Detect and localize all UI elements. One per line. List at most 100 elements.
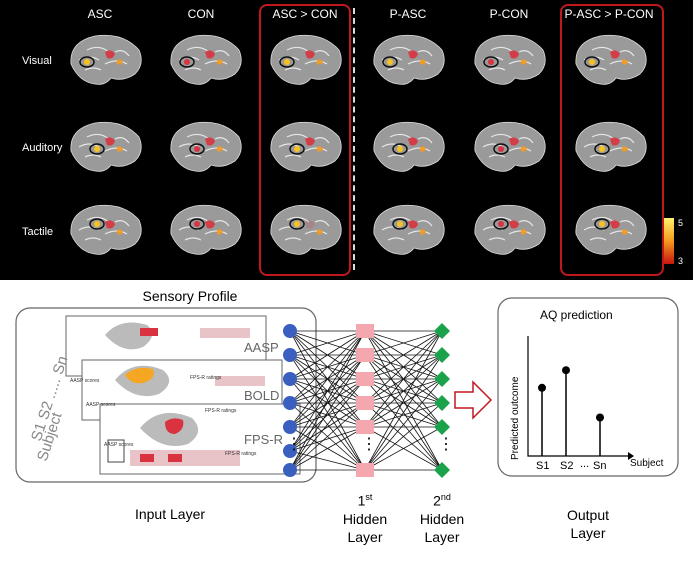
hidden2-l1: Hidden xyxy=(419,510,465,527)
network-edge xyxy=(364,378,443,471)
card2-fps: FPS-R ratings xyxy=(205,408,237,414)
col-label-p-asc-gt-p-con: P-ASC > P-CON xyxy=(564,7,654,21)
hidden1-node xyxy=(356,348,374,362)
col-label-p-asc: P-ASC xyxy=(389,7,427,21)
network-edges xyxy=(289,330,443,471)
hidden2-node xyxy=(434,395,450,411)
brain-slice xyxy=(373,204,445,255)
network-edge xyxy=(289,402,366,471)
input-ellipsis: ⋮ xyxy=(286,436,302,453)
chart-tick-dots: ... xyxy=(580,458,590,470)
network-svg xyxy=(15,297,679,483)
network-edge xyxy=(289,402,366,452)
input-node xyxy=(283,420,297,434)
colorbar xyxy=(664,218,674,264)
row-label-auditory: Auditory xyxy=(22,142,63,154)
card1-aasp: AASP scores xyxy=(70,378,100,384)
brain-slice xyxy=(70,204,142,255)
network-edge xyxy=(289,450,366,471)
input-node xyxy=(283,372,297,386)
row-label-visual: Visual xyxy=(22,55,52,67)
col-label-asc-gt-con: ASC > CON xyxy=(272,7,338,21)
brain-slice xyxy=(474,204,546,255)
hidden2-node xyxy=(434,371,450,387)
hidden2-node xyxy=(434,347,450,363)
sensory-profile-title: Sensory Profile xyxy=(142,288,238,304)
fmri-results-panel: ASC CON ASC > CON P-ASC P-CON P-ASC > P-… xyxy=(0,0,693,280)
brain-slice xyxy=(373,121,445,172)
card3-aasp: AASP scores xyxy=(104,442,134,448)
network-edge xyxy=(289,378,366,471)
brain-slice xyxy=(70,121,142,172)
network-edge xyxy=(289,330,366,404)
brain-slice xyxy=(575,34,647,85)
hidden2-sup: nd xyxy=(440,492,451,502)
colorbar-max: 5 xyxy=(678,218,684,228)
hidden2-ellipsis: ⋮ xyxy=(438,436,454,453)
hidden1-sup: st xyxy=(365,492,373,502)
network-edge xyxy=(364,402,443,428)
brain-slice xyxy=(170,204,242,255)
hidden1-label: 1st Hidden Layer xyxy=(325,488,405,546)
chart-xlabel: Subject xyxy=(630,458,664,469)
brain-slice xyxy=(70,34,142,85)
input-node xyxy=(283,396,297,410)
chart-point xyxy=(596,413,604,422)
chart-point xyxy=(538,383,546,392)
network-edge xyxy=(364,378,443,428)
network-edge xyxy=(364,330,443,356)
hidden1-l1: Hidden xyxy=(342,510,388,527)
brain-slice xyxy=(474,34,546,85)
network-edge xyxy=(289,354,366,452)
network-edge xyxy=(289,354,366,471)
card3-fps: FPS-R ratings xyxy=(225,451,257,457)
col-label-con: CON xyxy=(187,7,215,21)
network-edge xyxy=(364,426,443,471)
highlight-asc-gt-con xyxy=(259,4,351,276)
output-l2: Layer xyxy=(570,525,606,541)
input-layer-label: Input Layer xyxy=(134,506,206,522)
network-edge xyxy=(289,330,366,428)
card1-fps: FPS-R ratings xyxy=(190,375,222,381)
hidden1-node xyxy=(356,372,374,386)
network-edge xyxy=(364,330,443,380)
output-l1: Output xyxy=(566,507,610,523)
input-node xyxy=(283,348,297,362)
hidden1-node xyxy=(356,463,374,477)
hidden2-l2: Layer xyxy=(424,528,460,545)
hidden1-node xyxy=(356,396,374,410)
chart-tick-sn: Sn xyxy=(593,460,607,472)
brain-slice xyxy=(474,121,546,172)
x-axis-arrow xyxy=(628,452,634,460)
chart-tick-s2: S2 xyxy=(560,460,574,472)
chart-title: AQ prediction xyxy=(540,308,613,322)
network-edge xyxy=(364,330,443,404)
input-node xyxy=(283,463,297,477)
hidden2-label: 2nd Hidden Layer xyxy=(402,488,482,546)
brain-slice xyxy=(170,34,242,85)
network-edge xyxy=(364,330,443,428)
network-edge xyxy=(289,330,366,380)
brain-slice xyxy=(373,34,445,85)
highlight-p-asc-gt-p-con xyxy=(560,4,664,276)
input-node xyxy=(283,444,297,458)
output-layer-box xyxy=(497,297,679,477)
brain-slice xyxy=(270,204,342,255)
card2-aasp: AASP scores xyxy=(86,402,116,408)
network-edge xyxy=(289,330,366,471)
profile-card-3 xyxy=(99,403,301,475)
hidden2-node xyxy=(434,462,450,478)
network-edge xyxy=(289,426,366,471)
hidden2-ord: 2 xyxy=(433,492,441,509)
network-edge xyxy=(364,330,443,471)
row-label-tactile: Tactile xyxy=(22,226,54,238)
network-edge xyxy=(364,354,443,471)
chart-tick-s1: S1 xyxy=(536,460,550,472)
network-edge xyxy=(364,402,443,471)
input-label-bold: BOLD xyxy=(244,388,280,403)
hidden1-node xyxy=(356,420,374,434)
output-layer-label: Output Layer xyxy=(548,506,628,542)
model-diagram: Sensory Profile xyxy=(0,280,693,563)
input-label-fps-r: FPS-R xyxy=(244,432,283,447)
chart-ylabel: Predicted outcome xyxy=(510,376,521,460)
